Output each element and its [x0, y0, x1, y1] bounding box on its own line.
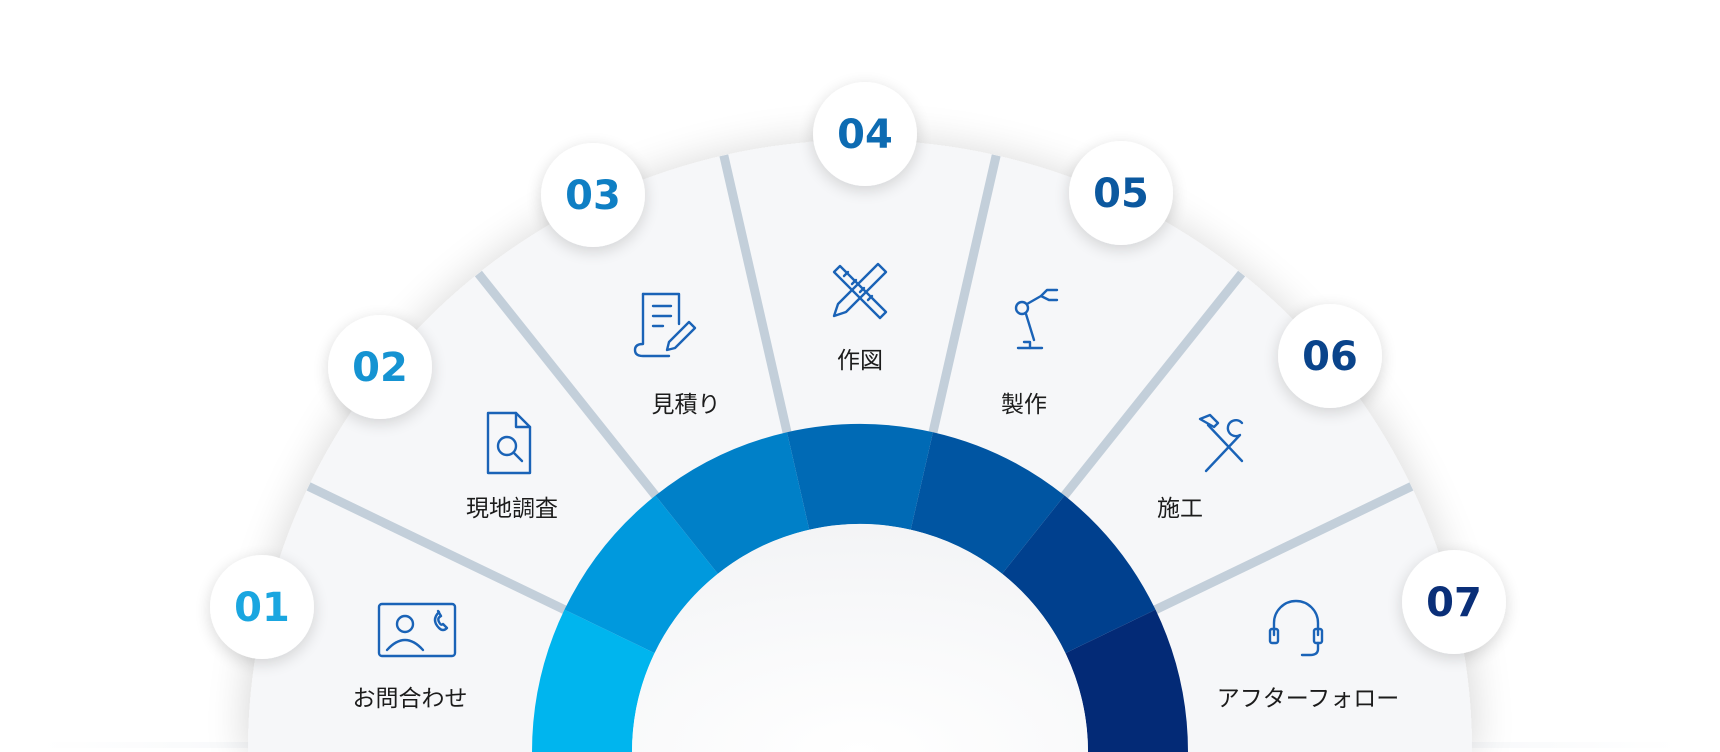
- document-pen-icon: [633, 292, 697, 358]
- ring-segment-07: [1065, 609, 1188, 752]
- robot-arm-icon: [1014, 288, 1059, 350]
- ring-segment-06: [1002, 495, 1156, 654]
- ring-segment-05: [910, 432, 1065, 574]
- step-07[interactable]: アフターフォロー 07: [1217, 550, 1506, 712]
- step-number-badge: [541, 143, 645, 247]
- step-label: 製作: [1001, 392, 1047, 418]
- step-number: 07: [1426, 580, 1482, 626]
- step-number: 02: [352, 345, 408, 391]
- step-label: 見積り: [652, 392, 721, 418]
- panel-divider: [306, 482, 571, 616]
- step-label: 作図: [837, 348, 883, 374]
- step-06[interactable]: 施工 06: [1157, 304, 1382, 522]
- step-number: 06: [1302, 334, 1358, 380]
- step-label: お問合わせ: [353, 686, 468, 712]
- step-number: 04: [837, 112, 893, 158]
- contact-card-phone-icon: [377, 602, 457, 658]
- panel-divider: [719, 154, 793, 438]
- step-number: 03: [565, 173, 621, 219]
- inner-disc: [632, 524, 1088, 752]
- step-label: 現地調査: [466, 496, 558, 522]
- ring-segment-02: [564, 495, 718, 654]
- step-number-badge: [813, 82, 917, 186]
- step-number-badge: [210, 555, 314, 659]
- panel-divider: [1058, 270, 1246, 502]
- step-01[interactable]: お問合わせ 01: [210, 555, 468, 712]
- hammer-wrench-icon: [1198, 413, 1244, 473]
- step-number: 01: [234, 585, 290, 631]
- document-search-icon: [486, 411, 532, 475]
- ring-segment-03: [655, 432, 810, 574]
- ruler-pencil-icon: [832, 262, 888, 320]
- step-number-badge: [1069, 141, 1173, 245]
- step-04[interactable]: 作図 04: [813, 82, 917, 374]
- progress-ring: [532, 423, 1188, 752]
- panel-divider: [1149, 482, 1414, 616]
- step-02[interactable]: 現地調査 02: [328, 315, 558, 522]
- ring-segment-01: [532, 609, 655, 752]
- panel-dividers: [306, 154, 1414, 616]
- panel-divider: [927, 154, 1001, 438]
- ring-segment-04: [787, 423, 933, 530]
- step-number: 05: [1093, 171, 1149, 217]
- step-label: アフターフォロー: [1217, 686, 1400, 712]
- headset-icon: [1268, 599, 1324, 657]
- step-number-badge: [328, 315, 432, 419]
- steps: お問合わせ 01 現地調査: [210, 82, 1506, 712]
- step-03[interactable]: 見積り 03: [541, 143, 721, 418]
- step-number-badge: [1402, 550, 1506, 654]
- step-label: 施工: [1157, 496, 1203, 522]
- step-05[interactable]: 製作 05: [1001, 141, 1173, 418]
- step-number-badge: [1278, 304, 1382, 408]
- panel-divider: [474, 270, 662, 502]
